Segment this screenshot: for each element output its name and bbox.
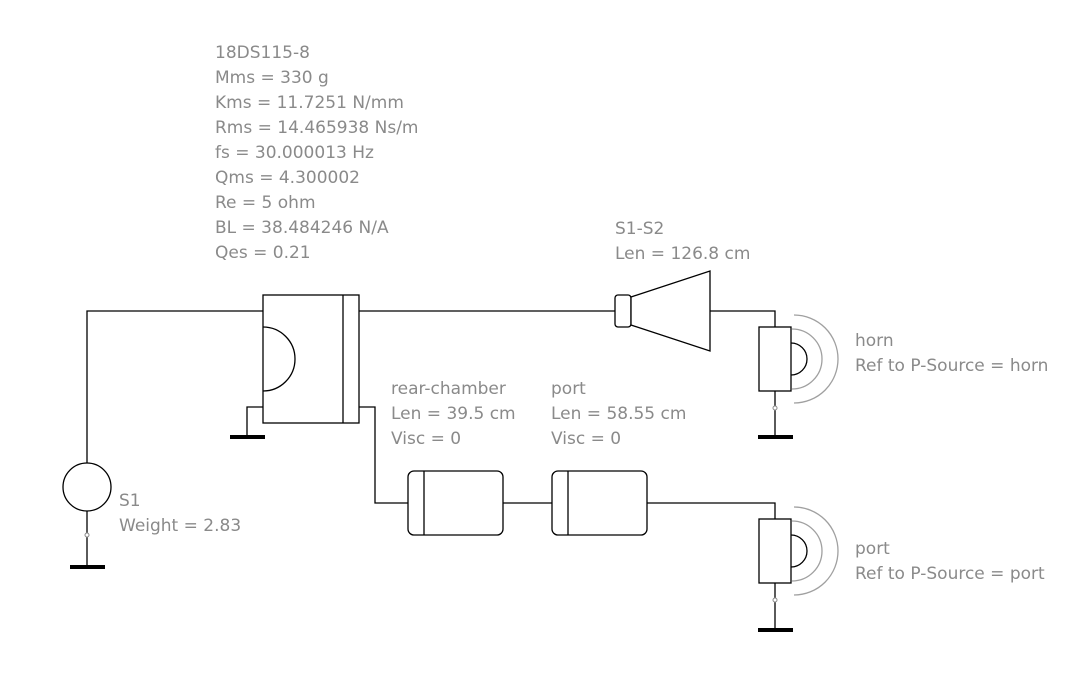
horn-duct-len: Len = 126.8 cm bbox=[615, 244, 750, 264]
driver-param: Kms = 11.7251 N/mm bbox=[215, 93, 404, 113]
port-radiator-symbol[interactable] bbox=[758, 506, 839, 630]
wire-driver-to-ground bbox=[246, 406, 263, 437]
rear-chamber-name: rear-chamber bbox=[391, 379, 506, 399]
driver-param: Re = 5 ohm bbox=[215, 193, 316, 213]
horn-duct-symbol[interactable] bbox=[614, 270, 711, 352]
wires bbox=[86, 310, 776, 567]
wire-horn-to-radiator bbox=[710, 310, 776, 327]
driver-param: Rms = 14.465938 Ns/m bbox=[215, 118, 418, 138]
source-weight: Weight = 2.83 bbox=[119, 516, 241, 536]
voltage-source-symbol[interactable] bbox=[62, 462, 112, 538]
driver-param: fs = 30.000013 Hz bbox=[215, 143, 374, 163]
rear-chamber-visc: Visc = 0 bbox=[391, 429, 461, 449]
source-name: S1 bbox=[119, 491, 141, 511]
wire-port-to-radiator bbox=[647, 502, 776, 519]
driver-param: Qms = 4.300002 bbox=[215, 168, 360, 188]
driver-symbol[interactable] bbox=[262, 294, 360, 424]
port-radiator-label: port Ref to P-Source = port bbox=[855, 539, 1045, 584]
horn-radiator-name: horn bbox=[855, 331, 894, 351]
horn-radiator-ref: Ref to P-Source = horn bbox=[855, 356, 1048, 376]
port-duct-name: port bbox=[551, 379, 586, 399]
driver-param: BL = 38.484246 N/A bbox=[215, 218, 389, 238]
rear-chamber-label: rear-chamber Len = 39.5 cm Visc = 0 bbox=[391, 379, 516, 449]
port-radiator-name: port bbox=[855, 539, 890, 559]
driver-name: 18DS115-8 bbox=[215, 43, 310, 63]
driver-param: Mms = 330 g bbox=[215, 68, 329, 88]
driver-label: 18DS115-8 Mms = 330 g Kms = 11.7251 N/mm… bbox=[215, 43, 418, 263]
horn-radiator-label: horn Ref to P-Source = horn bbox=[855, 331, 1048, 376]
horn-duct-label: S1-S2 Len = 126.8 cm bbox=[615, 219, 750, 264]
port-duct-symbol[interactable] bbox=[551, 470, 648, 536]
source-label: S1 Weight = 2.83 bbox=[119, 491, 241, 536]
rear-chamber-symbol[interactable] bbox=[407, 470, 504, 536]
port-duct-visc: Visc = 0 bbox=[551, 429, 621, 449]
driver-param: Qes = 0.21 bbox=[215, 243, 311, 263]
wire-driver-to-rear-chamber bbox=[359, 406, 408, 504]
horn-duct-name: S1-S2 bbox=[615, 219, 664, 239]
port-radiator-ref: Ref to P-Source = port bbox=[855, 564, 1045, 584]
ground-symbols bbox=[70, 435, 793, 632]
horn-radiator-symbol[interactable] bbox=[758, 314, 839, 437]
rear-chamber-len: Len = 39.5 cm bbox=[391, 404, 516, 424]
port-duct-len: Len = 58.55 cm bbox=[551, 404, 686, 424]
wire-source-to-driver bbox=[86, 310, 263, 464]
port-duct-label: port Len = 58.55 cm Visc = 0 bbox=[551, 379, 686, 449]
